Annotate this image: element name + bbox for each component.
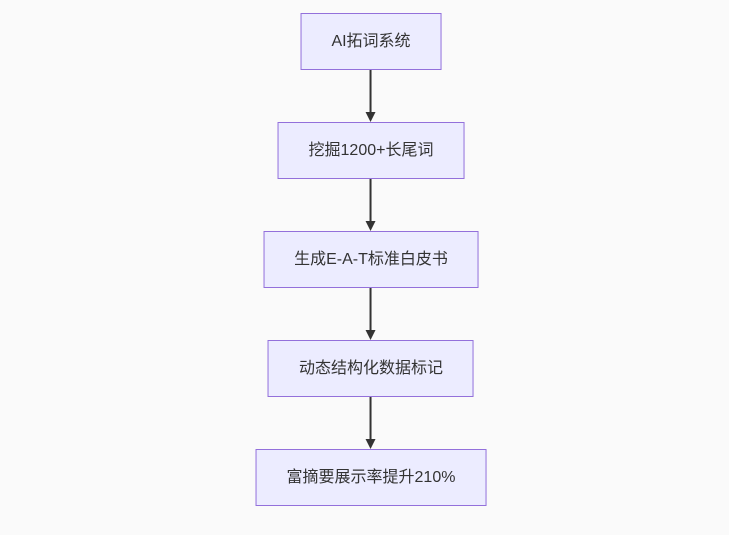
node-ai-keyword-system: AI拓词系统 <box>300 13 442 70</box>
arrow-down-icon <box>366 330 376 340</box>
arrow-down-icon <box>366 439 376 449</box>
edge-n4-n5 <box>366 397 376 449</box>
arrow-down-icon <box>366 221 376 231</box>
node-longtail-keyword-mining: 挖掘1200+长尾词 <box>277 122 465 179</box>
edge-n2-n3 <box>366 179 376 231</box>
node-structured-data-markup: 动态结构化数据标记 <box>267 340 474 397</box>
arrow-line <box>370 179 372 222</box>
node-rich-snippet-uplift: 富摘要展示率提升210% <box>255 449 487 506</box>
flowchart: AI拓词系统 挖掘1200+长尾词 生成E-A-T标准白皮书 动态结构化数据标记… <box>255 13 487 506</box>
node-eat-whitepaper: 生成E-A-T标准白皮书 <box>263 231 479 288</box>
arrow-line <box>370 288 372 331</box>
edge-n3-n4 <box>366 288 376 340</box>
arrow-down-icon <box>366 112 376 122</box>
arrow-line <box>370 70 372 113</box>
arrow-line <box>370 397 372 440</box>
edge-n1-n2 <box>366 70 376 122</box>
